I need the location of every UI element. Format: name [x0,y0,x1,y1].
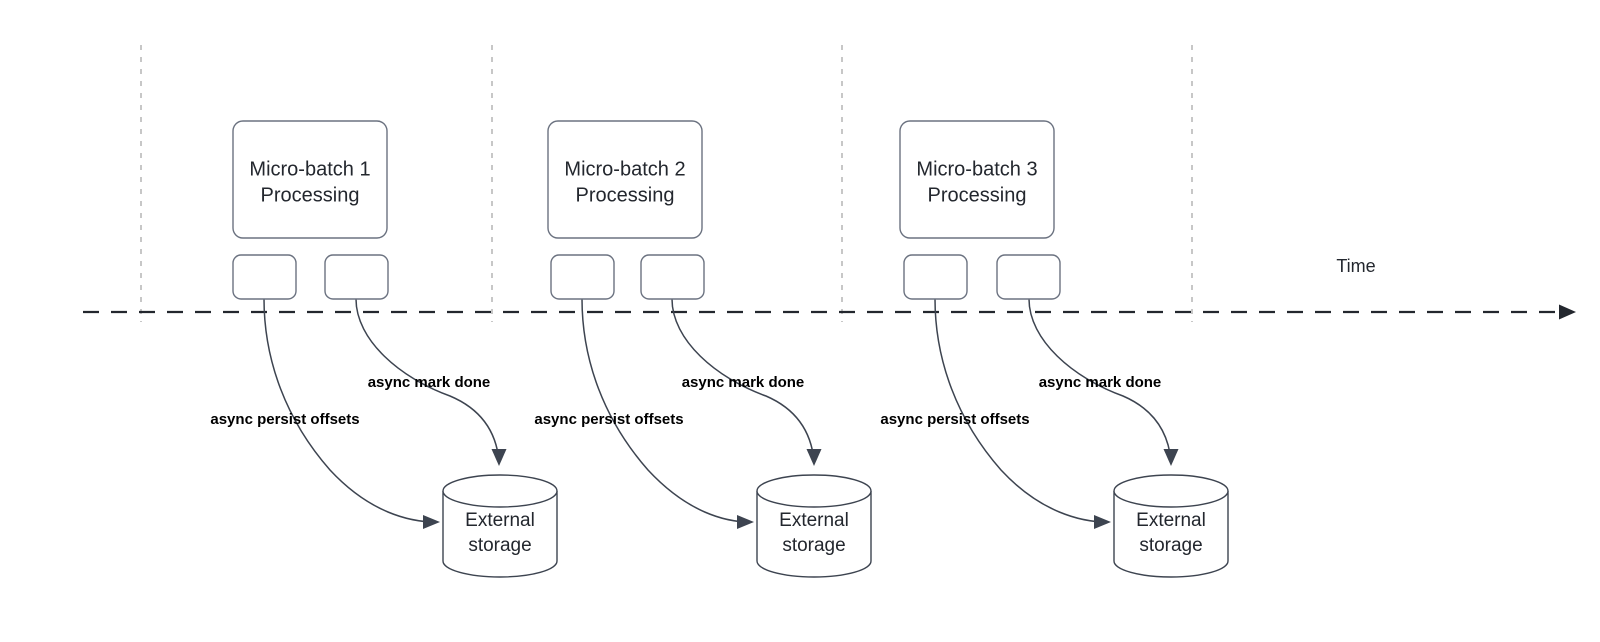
async-persist-offsets-2-arrowhead [737,515,754,529]
storage-cylinder-body-1[interactable] [442,491,558,578]
storage-cylinder-body-3[interactable] [1113,491,1229,578]
timeline-layer [83,304,1576,320]
storage-label-line2-2: storage [782,535,845,556]
async-persist-offsets-1-arrowhead [423,515,440,529]
storage-label-line2-1: storage [468,535,531,556]
axis-label-layer: Time [1336,256,1375,276]
async-persist-offsets-3-arrowhead [1094,515,1111,529]
tick-box-markdone-2[interactable] [640,254,705,300]
tick-box-persist-2[interactable] [550,254,615,300]
microbatch-label-line2-2: Processing [576,185,675,207]
async-mark-done-3-arrowhead [1163,449,1179,466]
storage-label-line1-1: External [465,510,535,531]
storage-cylinder-top-1 [442,474,558,508]
time-axis-arrowhead [1559,304,1576,320]
async-mark-done-2-curve [671,298,815,462]
time-axis-label: Time [1336,256,1375,276]
async-mark-done-3-label: async mark done [1039,374,1162,391]
microbatch-label-line1-3: Micro-batch 3 [916,159,1037,181]
microbatch-label-line1-2: Micro-batch 2 [564,159,685,181]
async-persist-offsets-2-label: async persist offsets [534,411,683,428]
microbatch-label-line1-1: Micro-batch 1 [249,159,370,181]
microbatch-box-3[interactable] [899,120,1055,239]
async-persist-offsets-3-label: async persist offsets [880,411,1029,428]
tick-box-markdone-1[interactable] [324,254,389,300]
async-mark-done-1-curve [355,298,500,462]
storage-label-line1-2: External [779,510,849,531]
microbatch-label-line2-1: Processing [261,185,360,207]
storage-cylinder-body-2[interactable] [756,491,872,578]
async-persist-offsets-1-label: async persist offsets [210,411,359,428]
guide-lines-layer [140,45,1193,322]
microbatch-label-line2-3: Processing [928,185,1027,207]
storage-cylinder-top-3 [1113,474,1229,508]
storage-label-line1-3: External [1136,510,1206,531]
async-mark-done-1-arrowhead [491,449,507,466]
async-mark-done-3-curve [1028,298,1172,462]
tick-box-markdone-3[interactable] [996,254,1061,300]
edge-labels-layer: async persist offsets async mark done asyn… [210,374,1161,428]
microbatch-box-1[interactable] [232,120,388,239]
async-persist-offsets-3-curve [934,298,1108,523]
async-mark-done-2-arrowhead [806,449,822,466]
async-persist-offsets-2-curve [581,298,751,523]
async-mark-done-2-label: async mark done [682,374,805,391]
async-persist-offsets-1-curve [263,298,437,523]
microbatch-box-2[interactable] [547,120,703,239]
async-mark-done-1-label: async mark done [368,374,491,391]
flow-edges-layer [263,298,1179,529]
tick-box-persist-3[interactable] [903,254,968,300]
storage-label-line2-3: storage [1139,535,1202,556]
storage-cylinder-top-2 [756,474,872,508]
tick-box-persist-1[interactable] [232,254,297,300]
